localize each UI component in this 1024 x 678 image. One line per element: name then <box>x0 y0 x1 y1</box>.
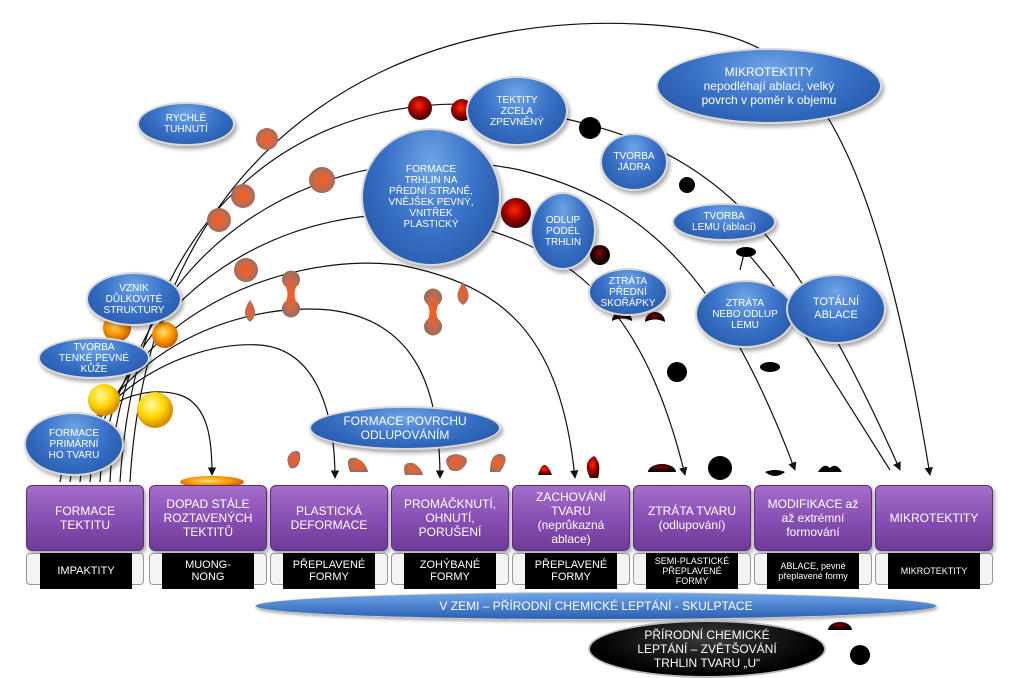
ball-dark-2 <box>679 177 695 193</box>
bottom-shape-5 <box>490 453 506 472</box>
label-semi-plasticke: SEMI-PLASTICKÉ PŘEPLAVENÉ FORMY <box>646 553 738 589</box>
oval-ztrata-lemu: ZTRÁTA NEBO ODLUP LEMU <box>695 280 795 348</box>
sphere-1 <box>256 128 278 150</box>
oval-formace-trhlin: FORMACE TRHLIN NA PŘEDNÍ STRANĚ, VNĚJŠEK… <box>361 128 501 266</box>
stage-mikrotektity: MIKROTEKTITY <box>875 485 993 551</box>
oval-tvorba-lemu: TVORBA LEMU (ablací) <box>672 203 776 241</box>
band-chemicke-leptani: V ZEMI – PŘÍRODNÍ CHEMICKÉ LEPTÁNÍ - SKU… <box>255 592 937 620</box>
oval-tektity-zpevneny: TEKTITY ZCELA ZPEVNĚNÝ <box>466 76 568 146</box>
ball-red-3 <box>501 198 531 228</box>
teardrop-2 <box>457 282 469 305</box>
sphere-2 <box>231 184 255 208</box>
dumbbell-1 <box>282 270 301 318</box>
stage-dopad: DOPAD STÁLE ROZTAVENÝCH TEKTITŮ <box>149 485 267 551</box>
disc-dark-2 <box>760 362 780 372</box>
sphere-4 <box>234 258 258 282</box>
oval-mikrotektity-top: MIKROTEKTITY nepodléhají ablaci, velký p… <box>656 48 882 124</box>
stage-formace-tektitu: FORMACE TEKTITU <box>26 485 144 551</box>
etch-shape-2 <box>850 645 870 665</box>
bottom-shape-1 <box>287 451 301 469</box>
oval-rychle-tuhnuti: RYCHLÉ TUHNUTÍ <box>137 102 235 146</box>
label-preplavene-formy-2: PŘEPLAVENÉ FORMY <box>525 553 617 589</box>
bottom-shape-8 <box>648 464 676 472</box>
arc-outer-1 <box>129 22 933 483</box>
oval-vznik-struktury: VZNIK DŮLKOVITÉ STRUKTURY <box>86 272 182 326</box>
ball-dark-3 <box>590 245 610 265</box>
sphere-3 <box>207 208 231 232</box>
stage-ztrata-tvaru: ZTRÁTA TVARU (odlupování) <box>633 485 751 551</box>
stage-modifikace: MODIFIKACE až až extrémní formování <box>754 485 872 551</box>
drop-yellow-large <box>137 392 173 428</box>
etch-shape-1 <box>828 622 852 630</box>
sphere-5 <box>309 167 335 193</box>
oval-prirodni-leptani: PŘÍRODNÍ CHEMICKÉ LEPTÁNÍ – ZVĚTŠOVÁNÍ T… <box>588 620 826 678</box>
label-preplavene-formy-1: PŘEPLAVENÉ FORMY <box>283 553 375 589</box>
ball-red-1 <box>408 96 432 120</box>
oval-totalni-ablace: TOTÁLNÍ ABLACE <box>786 274 886 344</box>
oval-tvorba-jadra: TVORBA JÁDRA <box>600 133 668 191</box>
ball-dark-1 <box>579 117 601 139</box>
branch-lem-1 <box>744 249 891 471</box>
bottom-shape-3 <box>404 462 423 475</box>
drop-orange-2 <box>152 322 178 348</box>
bottom-shape-6 <box>538 465 552 475</box>
label-muong-nong: MUONG- NONG <box>162 553 254 589</box>
oval-formace-primarni: FORMACE PRIMÁRNÍ HO TVARU <box>24 412 124 476</box>
teardrop-1 <box>245 300 255 322</box>
bottom-shape-7 <box>586 456 600 478</box>
label-ablace-pevne: ABLACE, pevné přeplavené formy <box>767 553 859 589</box>
ball-dark-4 <box>667 362 687 382</box>
oval-ztrata-skorapky: ZTRÁTA PŘEDNÍ SKOŘÁPKY <box>588 268 668 316</box>
oval-formace-povrchu: FORMACE POVRCHU ODLUPOVÁNÍM <box>309 406 501 450</box>
cap-dark-2 <box>645 312 665 322</box>
stage-plasticka-deformace: PLASTICKÁ DEFORMACE <box>270 485 388 551</box>
disc-dark-1 <box>736 247 756 257</box>
bottom-shape-10 <box>765 470 785 476</box>
bottom-shape-9 <box>708 456 732 480</box>
oval-tvorba-kuze: TVORBA TENKÉ PEVNÉ KŮŽE <box>38 337 150 379</box>
bottom-shape-2 <box>348 457 368 472</box>
stage-zachovani-tvaru: ZACHOVÁNÍ TVARU (neprůkazná ablace) <box>512 485 630 551</box>
bottom-shape-11 <box>818 465 842 472</box>
label-mikrotektity: MIKROTEKTITY <box>888 553 980 589</box>
dumbbell-2 <box>424 288 443 336</box>
label-impaktity: IMPAKTITY <box>40 553 132 589</box>
bottom-shape-4 <box>446 454 467 472</box>
oval-odlup-trhlin: ODLUP PODÉL TRHLIN <box>530 192 596 270</box>
label-zohybane-formy: ZOHÝBANÉ FORMY <box>404 553 496 589</box>
drop-yellow-left <box>88 384 120 416</box>
stage-promacknuti: PROMÁČKNUTÍ, OHNUTÍ, PORUŠENÍ <box>391 485 509 551</box>
